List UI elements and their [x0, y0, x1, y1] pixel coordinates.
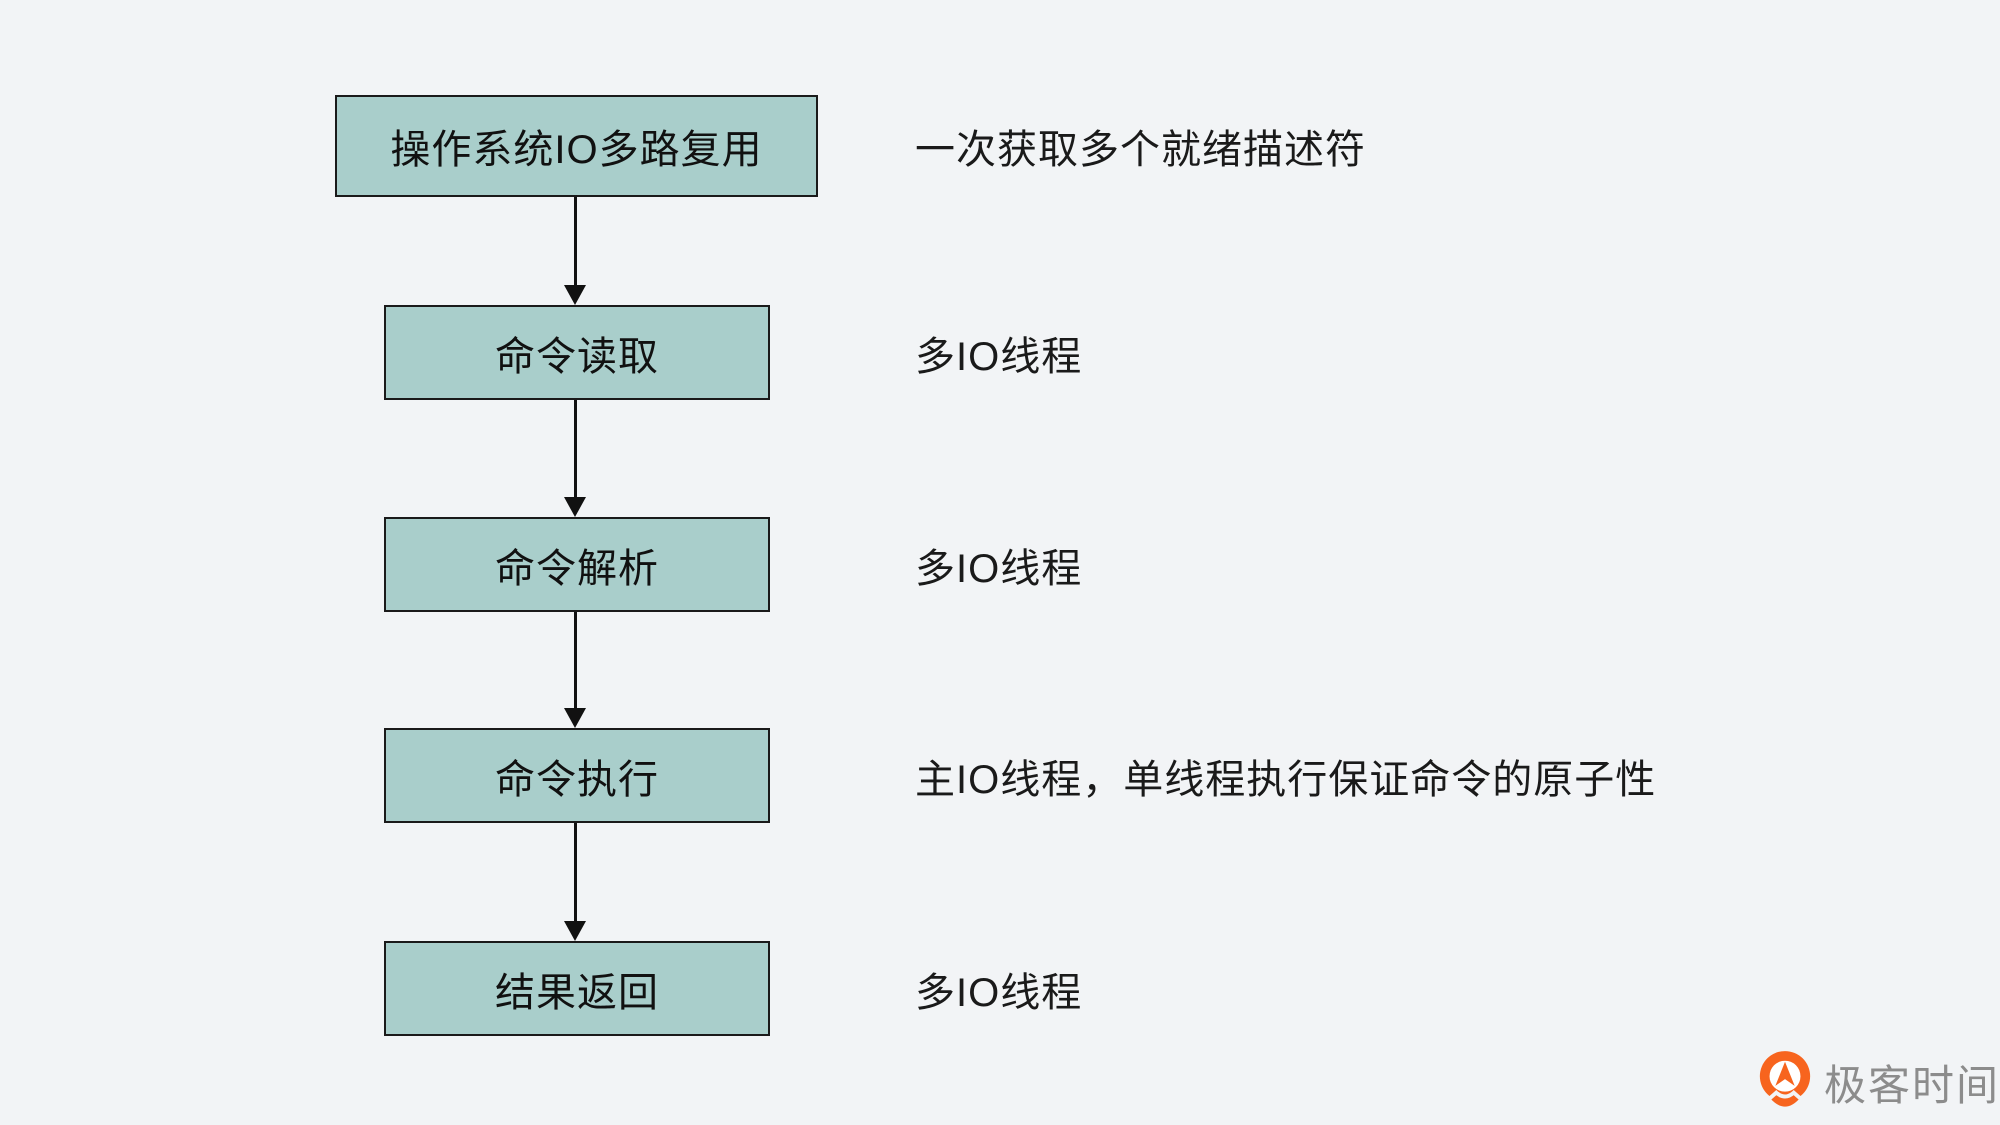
geektime-watermark: 极客时间: [1756, 1050, 2000, 1114]
annotation-text: 主IO线程，单线程执行保证命令的原子性: [915, 757, 1657, 802]
flow-step-label: 操作系统IO多路复用: [390, 128, 763, 172]
annotation-text: 一次获取多个就绪描述符: [915, 128, 1366, 172]
geektime-brand-text: 极客时间: [1824, 1061, 2000, 1109]
flow-arrow-line: [574, 823, 577, 923]
flow-arrow-line: [574, 612, 577, 710]
flow-arrow-head-icon: [564, 921, 586, 941]
annotation-text: 多IO线程: [915, 546, 1083, 591]
annotation-text: 多IO线程: [915, 334, 1083, 379]
flow-arrow-head-icon: [564, 708, 586, 728]
flow-step-command-execute: 命令执行: [384, 728, 770, 823]
annotation-io-multiplexing: 一次获取多个就绪描述符: [915, 95, 1366, 197]
annotation-result-return: 多IO线程: [915, 941, 1082, 1036]
flow-step-label: 命令执行: [495, 757, 659, 802]
flow-arrow-line: [574, 400, 577, 499]
flow-step-label: 命令读取: [495, 334, 659, 379]
flow-step-result-return: 结果返回: [384, 941, 770, 1036]
flow-arrow-head-icon: [564, 285, 586, 305]
annotation-command-execute: 主IO线程，单线程执行保证命令的原子性: [915, 728, 1656, 823]
annotation-text: 多IO线程: [915, 970, 1083, 1015]
flow-step-label: 结果返回: [495, 970, 659, 1015]
flow-arrow-line: [574, 197, 577, 287]
geektime-logo-icon: [1756, 1050, 1814, 1114]
flow-arrow-head-icon: [564, 497, 586, 517]
flow-step-command-read: 命令读取: [384, 305, 770, 400]
annotation-command-read: 多IO线程: [915, 305, 1082, 400]
flow-step-command-parse: 命令解析: [384, 517, 770, 612]
flow-step-io-multiplexing: 操作系统IO多路复用: [335, 95, 818, 197]
flow-step-label: 命令解析: [495, 546, 659, 591]
annotation-command-parse: 多IO线程: [915, 517, 1082, 612]
